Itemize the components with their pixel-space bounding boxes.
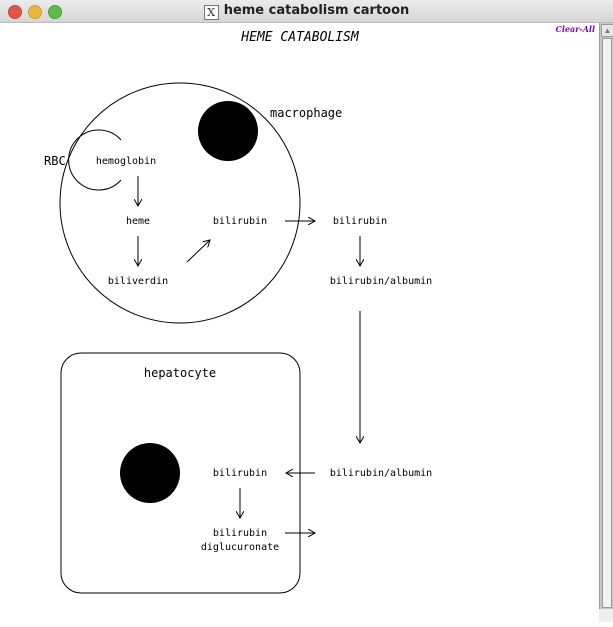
window-title: heme catabolism cartoon bbox=[223, 3, 410, 18]
node-heme: heme bbox=[126, 216, 150, 227]
arrow-biliverdin-bilirubin bbox=[186, 240, 210, 263]
clear-all-button[interactable]: Clear-All bbox=[555, 24, 596, 34]
diagram-canvas: HEME CATABOLISM macrophage RBC hemoglobi… bbox=[0, 23, 598, 622]
minimize-button[interactable] bbox=[28, 5, 42, 19]
node-bilirubin-diglucuronate-line2: diglucuronate bbox=[201, 542, 279, 553]
rbc-label: RBC bbox=[44, 154, 66, 168]
node-hemoglobin: hemoglobin bbox=[96, 156, 156, 167]
node-bilirubin-albumin-2: bilirubin/albumin bbox=[330, 468, 432, 479]
macrophage-nucleus bbox=[198, 101, 258, 161]
maximize-button[interactable] bbox=[48, 5, 62, 19]
heme-catabolism-diagram: HEME CATABOLISM macrophage RBC hemoglobi… bbox=[44, 30, 432, 594]
hepatocyte-label: hepatocyte bbox=[144, 366, 216, 380]
vertical-scrollbar[interactable]: ▲ bbox=[599, 23, 613, 609]
hepatocyte-nucleus bbox=[120, 443, 180, 503]
node-bilirubin-macrophage: bilirubin bbox=[213, 216, 267, 227]
node-bilirubin-hepatocyte: bilirubin bbox=[213, 468, 267, 479]
macrophage-membrane bbox=[59, 82, 301, 324]
close-button[interactable] bbox=[8, 5, 22, 19]
node-biliverdin: biliverdin bbox=[108, 276, 168, 287]
node-bilirubin-diglucuronate-line1: bilirubin bbox=[213, 528, 267, 539]
macrophage-label: macrophage bbox=[270, 106, 342, 120]
node-bilirubin-plasma: bilirubin bbox=[333, 216, 387, 227]
x11-icon: X bbox=[203, 5, 219, 20]
rbc-membrane bbox=[68, 129, 122, 191]
resize-grip-icon[interactable] bbox=[599, 609, 613, 622]
node-bilirubin-albumin-1: bilirubin/albumin bbox=[330, 276, 432, 287]
diagram-title: HEME CATABOLISM bbox=[240, 30, 360, 45]
scroll-up-arrow-icon[interactable]: ▲ bbox=[601, 24, 613, 37]
scroll-track[interactable] bbox=[602, 38, 612, 608]
